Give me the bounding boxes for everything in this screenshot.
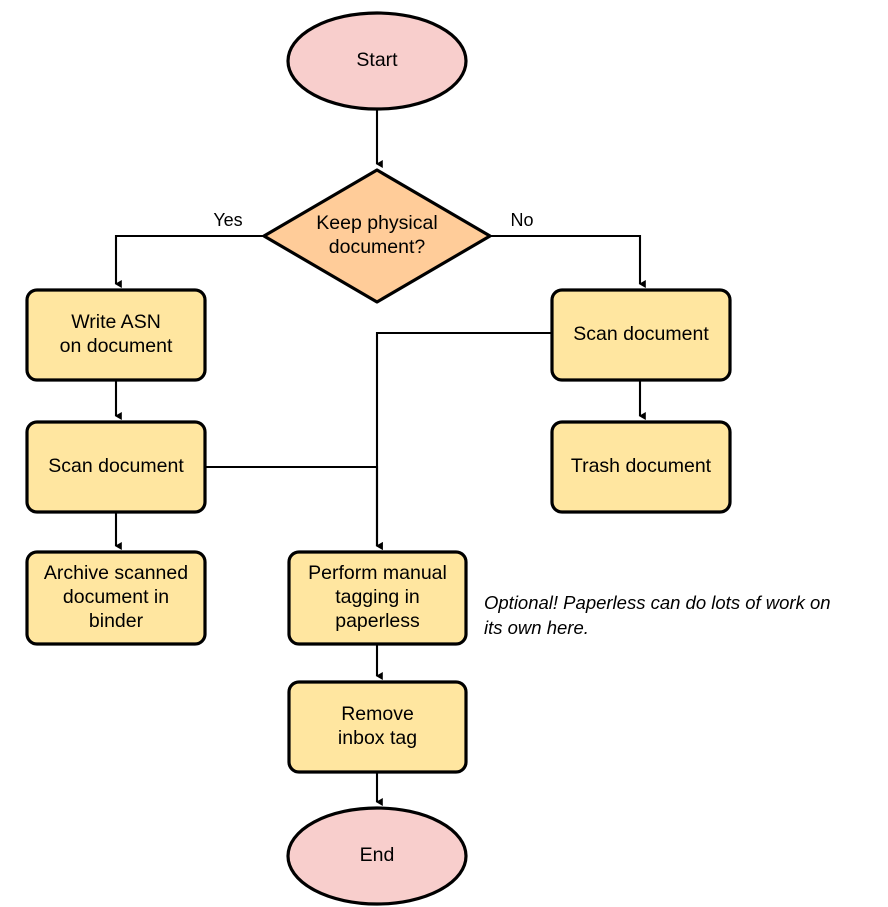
node-label: Start xyxy=(356,49,398,71)
node-scan-document-right[interactable]: Scan document xyxy=(550,288,732,382)
node-shape-rect xyxy=(25,288,207,382)
node-shape-rect xyxy=(287,550,468,646)
edge-path xyxy=(114,234,264,289)
node-shape-rect xyxy=(287,680,468,774)
edge-decision-yes-to-write-asn xyxy=(114,234,264,289)
node-shape-rect xyxy=(25,550,207,646)
node-label: End xyxy=(360,844,395,866)
edge-labels-layer: Yes No xyxy=(213,210,533,230)
node-shape-rect xyxy=(550,420,732,514)
edge-path xyxy=(205,465,383,551)
node-label: Scan document xyxy=(48,455,184,477)
node-end[interactable]: End xyxy=(286,806,468,906)
edge-path xyxy=(375,331,552,551)
node-shape-ellipse xyxy=(286,11,468,111)
edge-label-yes-label: Yes xyxy=(213,210,242,230)
node-start[interactable]: Start xyxy=(286,11,468,111)
node-shape-ellipse xyxy=(286,806,468,906)
annotation-optional-note: Optional! Paperless can do lots of work … xyxy=(484,592,831,638)
node-shape-rect xyxy=(25,420,207,514)
node-shape-rect xyxy=(550,288,732,382)
node-label: Trash document xyxy=(571,455,712,477)
annotations-layer: Optional! Paperless can do lots of work … xyxy=(484,592,831,638)
node-scan-document-left[interactable]: Scan document xyxy=(25,420,207,514)
edge-scan-right-to-manual-tagging xyxy=(375,331,552,551)
node-label: Scan document xyxy=(573,323,709,345)
edges-layer xyxy=(114,109,646,807)
edge-label-no-label: No xyxy=(510,210,533,230)
edge-decision-no-to-scan-right xyxy=(490,234,646,289)
edge-path xyxy=(490,234,646,289)
node-shape-diamond xyxy=(262,168,492,304)
node-trash-document[interactable]: Trash document xyxy=(550,420,732,514)
edge-scan-left-to-manual-tagging xyxy=(205,465,383,551)
